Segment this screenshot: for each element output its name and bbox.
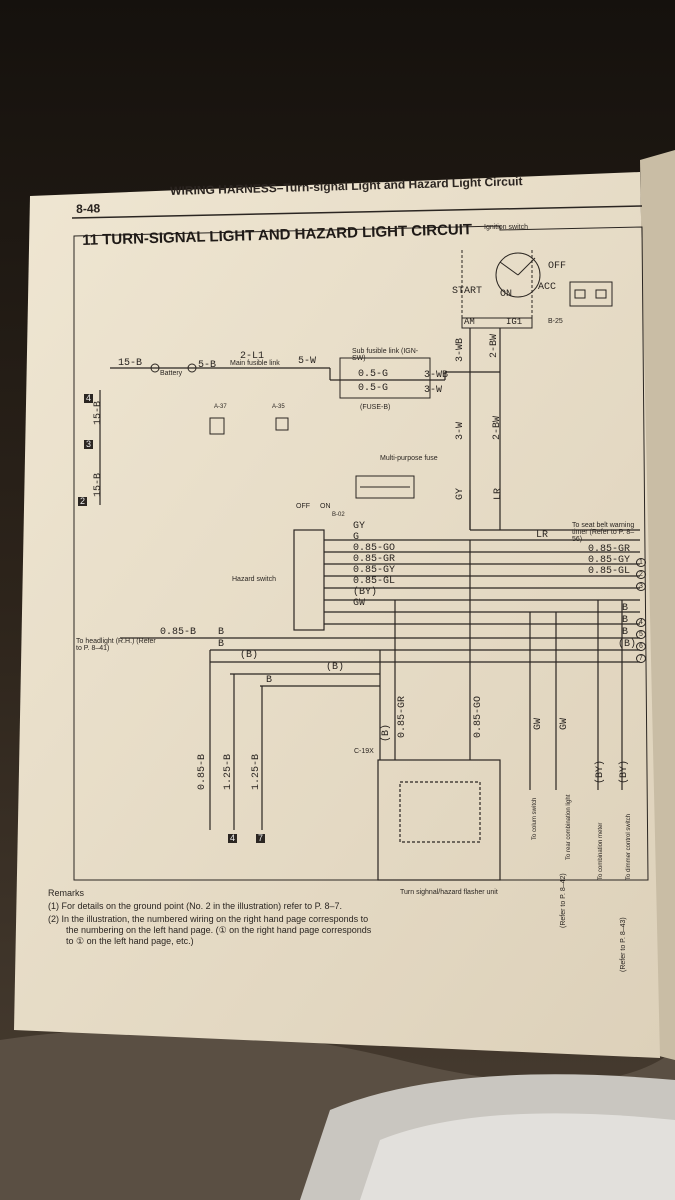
wire-2bw-vertical-upper: 2-BW bbox=[489, 333, 500, 358]
remarks: Remarks (1) For details on the ground po… bbox=[48, 888, 378, 947]
wire-b-right-3: B bbox=[622, 627, 629, 638]
label-connector-a37: A-37 bbox=[214, 404, 227, 410]
label-connector-c19x: C-19X bbox=[354, 748, 374, 755]
ground-marker-4: 4 bbox=[84, 393, 94, 403]
wire-3wb-vertical: 3-WB bbox=[455, 337, 466, 362]
circle-number-6: 6 bbox=[636, 642, 646, 651]
wire-15b-vertical-lower: 15-B bbox=[93, 472, 104, 497]
label-hazard-switch: Hazard switch bbox=[232, 576, 276, 583]
label-sub-fusible-link: Sub fusible link (IGN-SW) bbox=[352, 348, 419, 362]
harness-wires bbox=[99, 328, 640, 881]
wire-085b-horizontal: 0.85-B bbox=[160, 627, 197, 638]
wire-085gr-flasher: 0.85-GR bbox=[397, 695, 408, 738]
label-connector-b25: B-25 bbox=[548, 318, 563, 325]
wire-3w-vertical: 3-W bbox=[455, 421, 466, 440]
ground-marker-7-lower: 7 bbox=[256, 833, 266, 843]
remarks-title: Remarks bbox=[48, 888, 85, 898]
wire-085gl-switch: 0.85-GL bbox=[353, 576, 396, 587]
ground-marker-3: 3 bbox=[84, 439, 94, 449]
wire-085go-flasher: 0.85-GO bbox=[473, 695, 484, 738]
label-ign-ig1: IG1 bbox=[506, 317, 523, 327]
wire-085gl-right: 0.85-GL bbox=[588, 566, 631, 577]
ground-marker-2: 2 bbox=[78, 496, 88, 506]
label-flasher-unit: Turn sighnal/hazard flasher unit bbox=[400, 889, 498, 896]
label-ign-acc: ACC bbox=[538, 282, 557, 293]
circle-number-4: 4 bbox=[636, 618, 646, 627]
label-battery: Battery bbox=[160, 370, 183, 377]
wire-gw-2: GW bbox=[559, 717, 570, 730]
wire-b-paren-1: (B) bbox=[240, 650, 259, 661]
wire-by-1: (BY) bbox=[595, 759, 606, 784]
wire-15b-horizontal: 15-B bbox=[118, 358, 143, 369]
wire-lr-horizontal: LR bbox=[536, 530, 549, 541]
wire-gy-switch: GY bbox=[353, 521, 366, 532]
wire-b-paren-2: B bbox=[266, 675, 273, 686]
wire-gw-1: GW bbox=[533, 717, 544, 730]
wire-05g-1: 0.5-G bbox=[358, 369, 389, 380]
label-fuse-b: (FUSE-B) bbox=[360, 404, 391, 411]
wire-085gr-switch: 0.85-GR bbox=[353, 554, 396, 565]
wire-b-right-1: B bbox=[622, 603, 629, 614]
ground-marker-4-lower: 4 bbox=[228, 833, 238, 843]
page-number: 8-48 bbox=[76, 201, 101, 216]
wire-15b-vertical-upper: 15-B bbox=[93, 400, 104, 425]
wire-b-horizontal-1: B bbox=[218, 627, 225, 638]
fuse-boxes bbox=[150, 357, 431, 499]
wire-085gy-right: 0.85-GY bbox=[588, 555, 631, 566]
circle-number-2: 2 bbox=[636, 570, 646, 579]
label-ign-am: AM bbox=[464, 317, 475, 327]
wire-gw-switch: GW bbox=[353, 598, 366, 609]
wire-b-flasher: (B) bbox=[381, 723, 392, 742]
circle-number-5: 5 bbox=[636, 630, 646, 639]
dest-combination-meter: To combination meter bbox=[598, 822, 604, 880]
wire-125b-vertical-2: 1.25-B bbox=[251, 753, 262, 790]
manual-page bbox=[14, 172, 660, 1058]
remarks-item-1: (1) For details on the ground point (No.… bbox=[48, 900, 342, 911]
circle-number-1: 1 bbox=[636, 558, 646, 567]
label-connector-b02: B-02 bbox=[332, 512, 345, 518]
wire-by-switch: (BY) bbox=[353, 587, 378, 598]
dest-headlight: To headlight (R.H.) (Refer to P. 8–41) bbox=[76, 638, 156, 652]
remarks-item-2: (2) In the illustration, the numbered wi… bbox=[48, 913, 372, 946]
wire-b-horizontal-2: B bbox=[218, 639, 225, 650]
label-ign-on: ON bbox=[500, 289, 513, 300]
wire-085gy-switch: 0.85-GY bbox=[353, 565, 396, 576]
dest-dimmer-switch: To dimmer control switch bbox=[626, 813, 632, 880]
wire-2l1: 2-L1 bbox=[240, 351, 265, 362]
dest-rear-combination: To rear combination light bbox=[566, 794, 572, 860]
dest-seat-belt: To seat belt warning timer (Refer to P. … bbox=[572, 522, 635, 543]
wire-085gr-right: 0.85-GR bbox=[588, 544, 631, 555]
wire-b-right-4: (B) bbox=[618, 639, 637, 650]
circle-number-3: 3 bbox=[636, 582, 646, 591]
wire-3w-horizontal: 3-W bbox=[424, 385, 443, 396]
wire-by-2: (BY) bbox=[619, 759, 630, 784]
label-ign-start: START bbox=[452, 286, 483, 297]
label-ignition-switch: Ignition switch bbox=[484, 224, 528, 231]
wire-b-paren-3: (B) bbox=[326, 662, 345, 673]
label-hazard-on: ON bbox=[320, 503, 331, 510]
wire-5w: 5-W bbox=[298, 356, 317, 367]
wire-b-right-2: B bbox=[622, 615, 629, 626]
wire-lr-vertical: LR bbox=[493, 487, 504, 500]
dest-refer-842: (Refer to P. 8–42) bbox=[560, 873, 567, 928]
wire-g-switch: G bbox=[353, 532, 360, 543]
ignition-switch bbox=[461, 250, 613, 329]
wire-3wb-horizontal: 3-WB bbox=[424, 370, 449, 381]
wire-085b-vertical: 0.85-B bbox=[197, 753, 208, 790]
label-multi-purpose-fuse: Multi-purpose fuse bbox=[380, 455, 438, 462]
dest-refer-843: (Refer to P. 8–43) bbox=[620, 917, 627, 972]
wire-5b: 5-B bbox=[198, 360, 217, 371]
circle-number-7: 7 bbox=[636, 654, 646, 663]
wire-125b-vertical-1: 1.25-B bbox=[223, 753, 234, 790]
label-connector-a35: A-35 bbox=[272, 404, 285, 410]
wire-085go-switch: 0.85-GO bbox=[353, 543, 396, 554]
wire-2bw-vertical-lower: 2-BW bbox=[492, 415, 503, 440]
wire-05g-2: 0.5-G bbox=[358, 383, 389, 394]
label-main-fusible-link: Main fusible link bbox=[230, 360, 280, 367]
label-hazard-off: OFF bbox=[296, 503, 310, 510]
label-ign-off: OFF bbox=[548, 261, 567, 272]
wire-gy-vertical: GY bbox=[455, 487, 466, 500]
dest-column-switch: To colum switch bbox=[532, 797, 538, 840]
